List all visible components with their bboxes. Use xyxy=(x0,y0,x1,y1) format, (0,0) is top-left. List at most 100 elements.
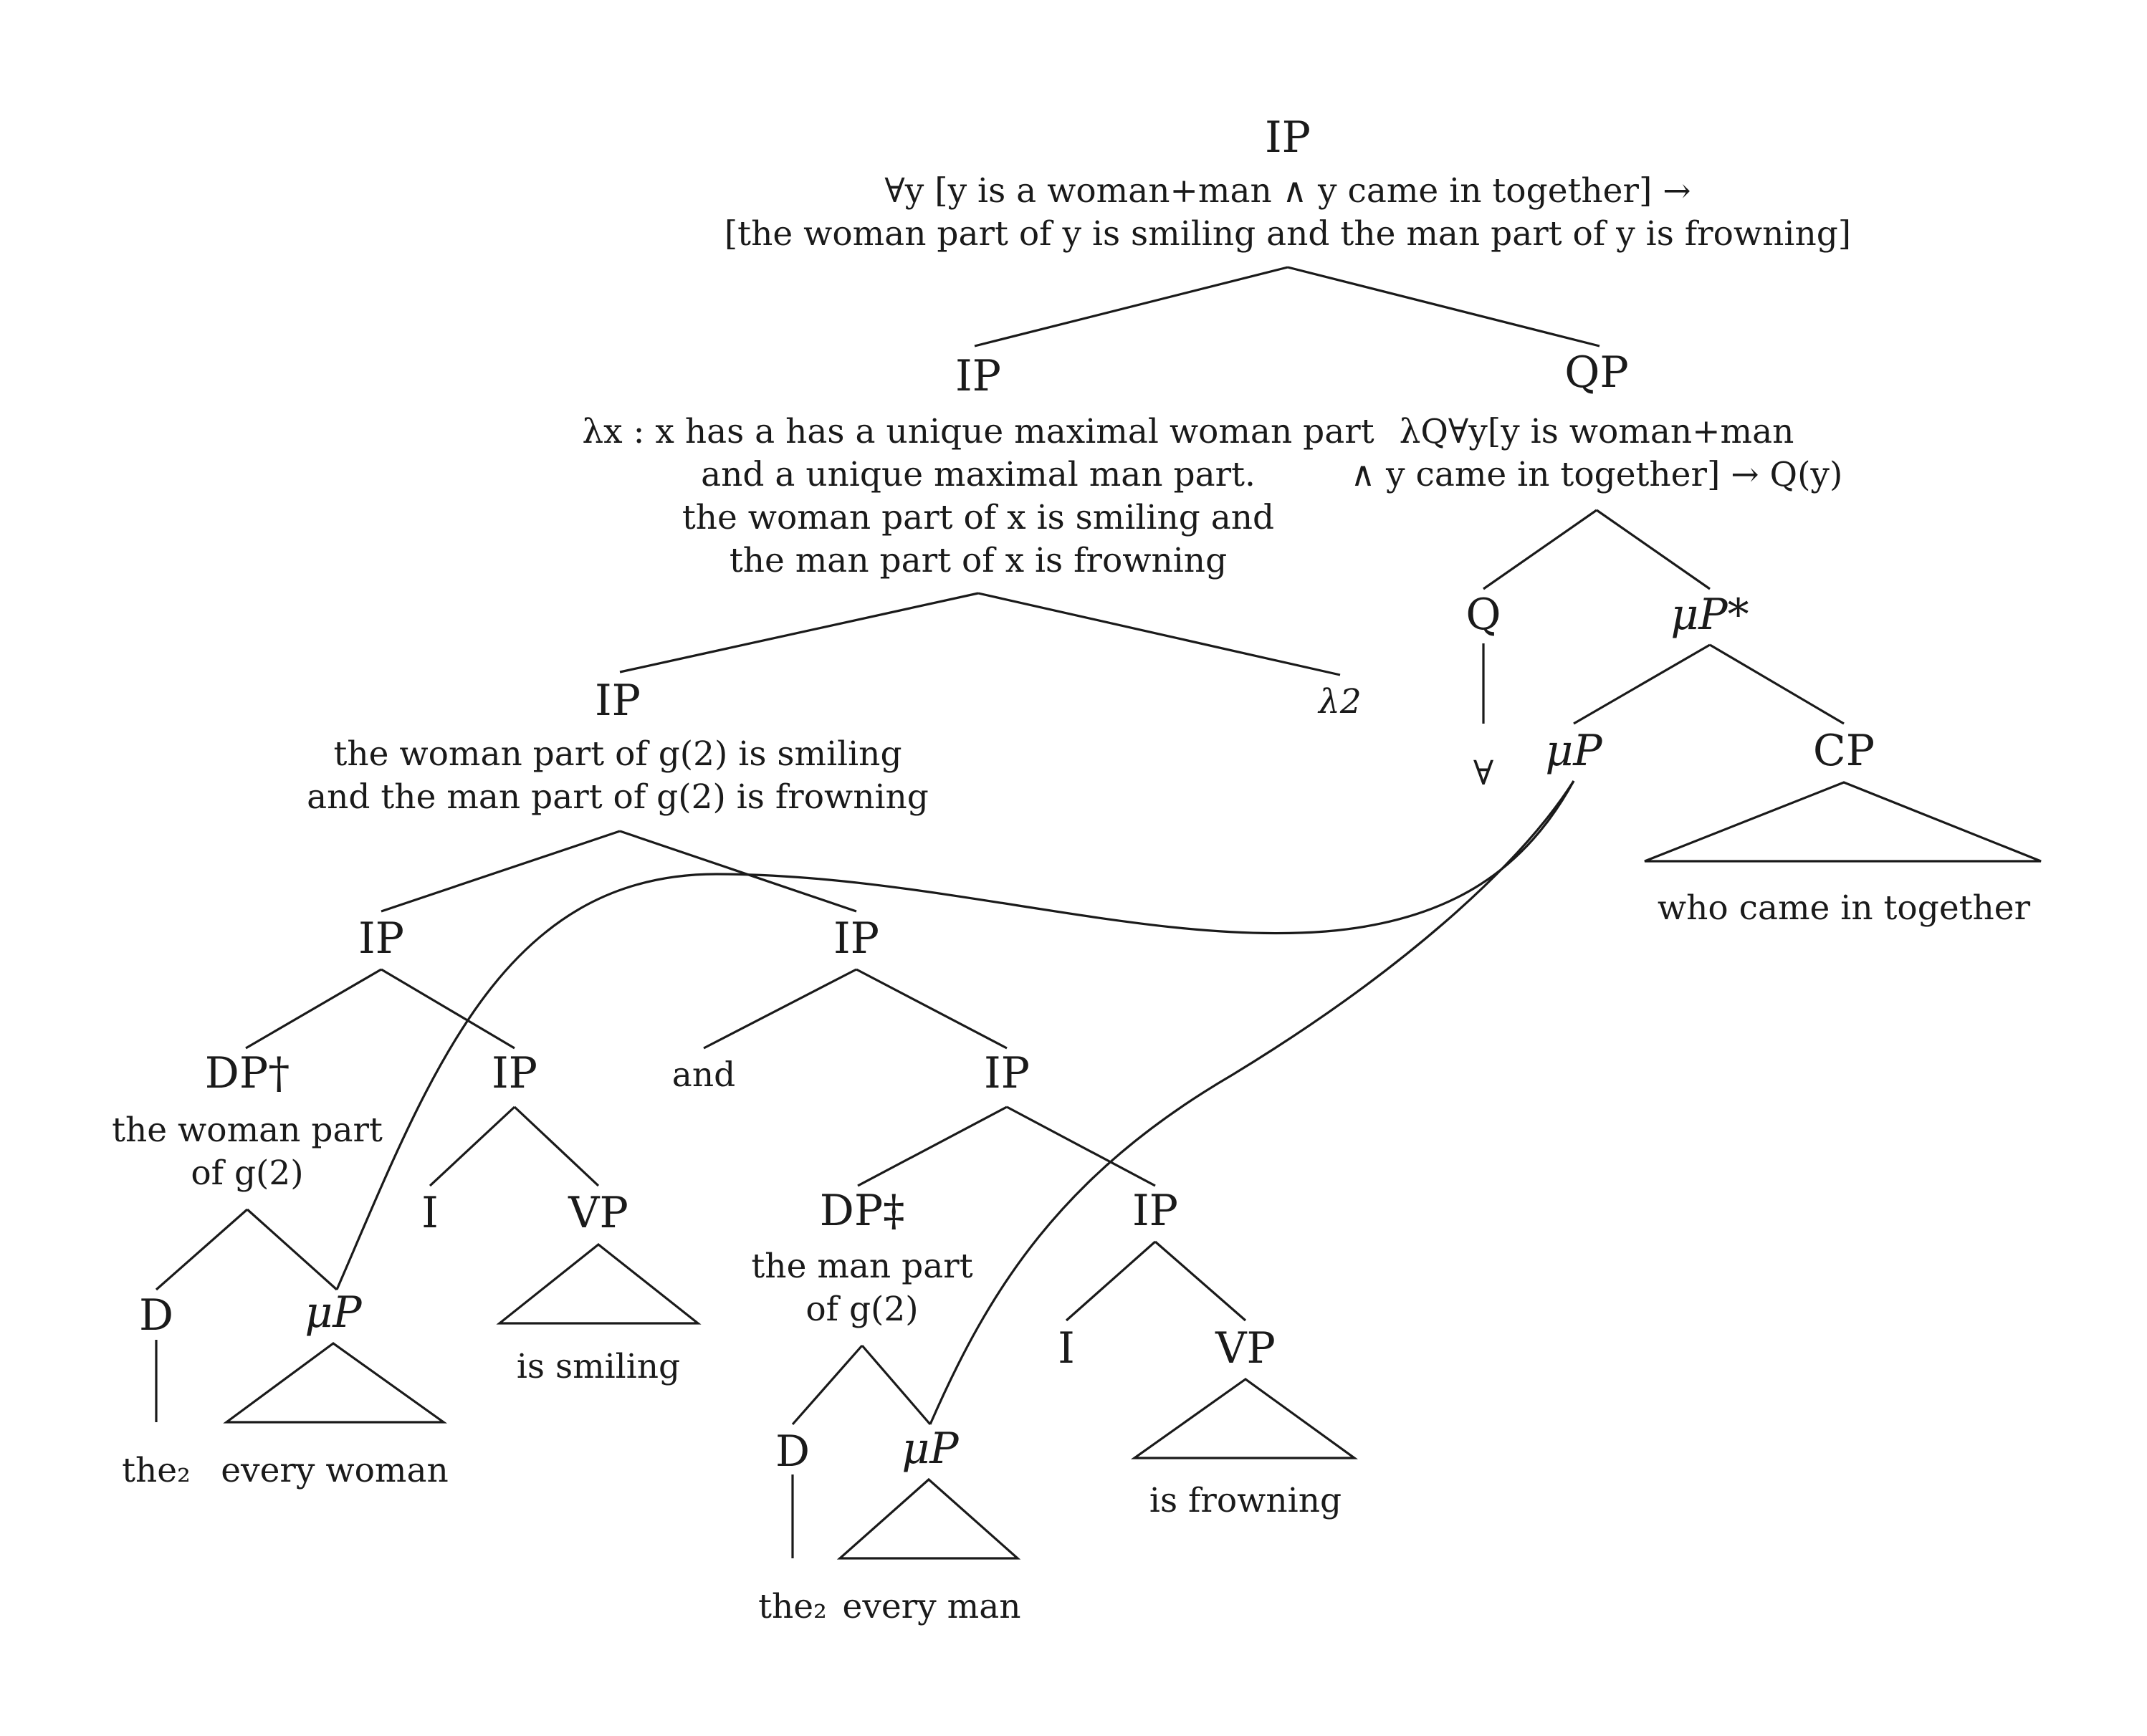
conj-ip-sem-line-2: and the man part of g(2) is frowning xyxy=(307,777,929,817)
node-ip-a2: IP xyxy=(492,1048,537,1098)
q-label: Q xyxy=(1465,590,1501,640)
node-ip-b3: IP xyxy=(1132,1186,1178,1236)
mup-star-label: μP* xyxy=(1670,590,1749,640)
ip-a-label: IP xyxy=(358,913,404,964)
root-label: IP xyxy=(1265,112,1311,163)
node-vp-a: VP is smiling xyxy=(517,1188,680,1386)
ip-b-label: IP xyxy=(833,913,879,964)
triangle-is-frowning xyxy=(1130,1378,1358,1459)
mup-b-label: μP xyxy=(902,1424,960,1474)
vp-a-leaf: is smiling xyxy=(517,1347,680,1386)
cp-label: CP xyxy=(1813,726,1875,776)
dp-dagger-label: DP† xyxy=(205,1048,290,1098)
dp-ddagger-label: DP‡ xyxy=(820,1186,904,1236)
node-dp-dagger: DP† the woman part of g(2) xyxy=(112,1048,383,1193)
lambda-label: λ2 xyxy=(1317,682,1362,721)
node-vp-b: VP is frowning xyxy=(1149,1323,1342,1520)
left-ip-sem-line-1: λx : x has a has a unique maximal woman … xyxy=(582,412,1374,451)
node-and: and xyxy=(672,1055,735,1095)
node-ip-a: IP xyxy=(358,913,404,964)
edge-dpb-mup xyxy=(861,1344,932,1426)
qp-sem-line-1: λQ∀y[y is woman+man xyxy=(1400,412,1794,451)
i-b-label: I xyxy=(1058,1323,1075,1373)
triangle-every-man xyxy=(836,1477,1021,1560)
node-left-ip: IP λx : x has a has a unique maximal wom… xyxy=(582,351,1374,580)
node-dp-ddagger: DP‡ the man part of g(2) xyxy=(751,1186,972,1329)
vp-b-label: VP xyxy=(1215,1323,1276,1373)
edge-ipa-dp xyxy=(245,968,382,1050)
left-ip-sem-line-2: and a unique maximal man part. xyxy=(701,455,1256,494)
edge-dpa-mup xyxy=(246,1208,338,1291)
conj-ip-label: IP xyxy=(595,676,641,726)
vp-a-label: VP xyxy=(568,1188,628,1238)
node-cp: CP who came in together xyxy=(1658,726,2031,928)
root-sem-line-1: ∀y [y is a woman+man ∧ y came in togethe… xyxy=(884,171,1691,211)
triangle-cp xyxy=(1644,781,2042,863)
dp-ddagger-sem-line-1: the man part xyxy=(751,1247,972,1286)
qp-label: QP xyxy=(1564,347,1629,398)
i-a-label: I xyxy=(421,1188,439,1238)
node-mup-upper: μP xyxy=(1545,726,1603,776)
edge-qp-q xyxy=(1483,509,1597,590)
edge-root-leftip xyxy=(974,266,1288,347)
triangle-every-woman xyxy=(223,1342,447,1424)
left-ip-sem-line-4: the man part of x is frowning xyxy=(730,541,1227,580)
node-ip-b: IP xyxy=(833,913,879,964)
root-sem-line-2: [the woman part of y is smiling and the … xyxy=(725,214,1851,254)
edge-dpa-d xyxy=(155,1208,249,1291)
node-ip-b2: IP xyxy=(984,1048,1030,1098)
edge-ipa2-vp xyxy=(513,1106,600,1187)
node-d-a: D the₂ xyxy=(122,1290,191,1490)
edge-ipb3-vp xyxy=(1154,1240,1247,1322)
node-lambda: λ2 xyxy=(1317,682,1362,721)
node-mup-a: μP every woman xyxy=(221,1287,449,1490)
node-qp: QP λQ∀y[y is woman+man ∧ y came in toget… xyxy=(1351,347,1843,494)
node-root-ip: IP ∀y [y is a woman+man ∧ y came in toge… xyxy=(725,112,1851,254)
left-ip-label: IP xyxy=(955,351,1001,401)
node-mup-star: μP* xyxy=(1670,590,1749,640)
edge-leftip-lambda xyxy=(977,592,1341,676)
conj-ip-sem-line-1: the woman part of g(2) is smiling xyxy=(333,734,902,774)
d-a-label: D xyxy=(139,1290,173,1341)
mup-a-leaf: every woman xyxy=(221,1451,449,1490)
ip-b2-label: IP xyxy=(984,1048,1030,1098)
movement-curve-every-woman xyxy=(335,780,1575,1290)
node-i-b: I xyxy=(1058,1323,1075,1373)
edge-ipb3-i xyxy=(1065,1240,1157,1322)
dp-dagger-sem-line-1: the woman part xyxy=(112,1111,383,1150)
edge-conjip-ipb xyxy=(619,830,857,913)
node-d-b: D the₂ xyxy=(758,1426,827,1626)
qp-sem-line-2: ∧ y came in together] → Q(y) xyxy=(1351,455,1843,494)
edge-qp-mupstar xyxy=(1596,509,1711,590)
dp-ddagger-sem-line-2: of g(2) xyxy=(805,1290,918,1329)
node-conj-ip: IP the woman part of g(2) is smiling and… xyxy=(307,676,929,817)
mup-a-label: μP xyxy=(305,1287,363,1338)
d-b-leaf: the₂ xyxy=(758,1587,827,1626)
edge-conjip-ipa xyxy=(381,830,621,913)
ip-b3-label: IP xyxy=(1132,1186,1178,1236)
d-b-label: D xyxy=(775,1426,810,1477)
edge-ipb2-ip xyxy=(1006,1106,1156,1187)
edge-mupstar-mup xyxy=(1573,643,1711,725)
vp-b-leaf: is frowning xyxy=(1149,1481,1342,1520)
d-a-leaf: the₂ xyxy=(122,1451,191,1490)
mup-upper-label: μP xyxy=(1545,726,1603,776)
dp-dagger-sem-line-2: of g(2) xyxy=(191,1154,303,1193)
node-mup-b: μP every man xyxy=(843,1424,1021,1626)
movement-arrows xyxy=(335,780,1575,1425)
mup-b-leaf: every man xyxy=(843,1587,1021,1626)
tree-edges xyxy=(155,266,2042,1560)
triangle-is-smiling xyxy=(496,1242,702,1325)
ip-a2-label: IP xyxy=(492,1048,537,1098)
cp-leaf: who came in together xyxy=(1658,888,2031,928)
q-leaf-forall: ∀ xyxy=(1473,754,1494,793)
and-leaf: and xyxy=(672,1055,735,1095)
edge-ipa2-i xyxy=(429,1106,516,1187)
edge-ipb-ip xyxy=(856,968,1008,1050)
node-i-a: I xyxy=(421,1188,439,1238)
edge-ipb2-dp xyxy=(857,1106,1008,1187)
edge-root-qp xyxy=(1287,266,1600,347)
movement-curve-every-man xyxy=(929,780,1575,1425)
edge-ipa-ip xyxy=(381,968,515,1050)
